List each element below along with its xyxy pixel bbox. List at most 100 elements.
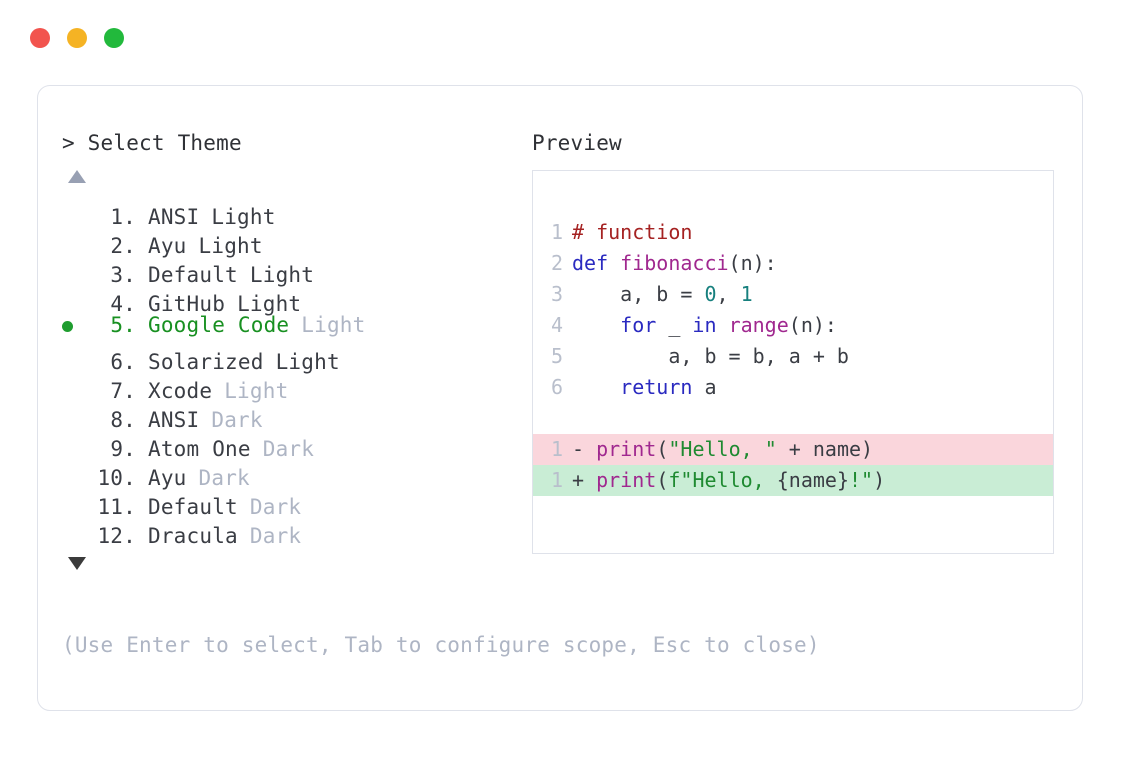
line-number: 4 (551, 313, 564, 337)
code-token: _ (656, 313, 693, 337)
theme-item-name: ANSI (148, 205, 200, 229)
code-token: def (572, 251, 621, 275)
code-token: fibonacci (620, 251, 729, 275)
theme-item-variant: Dark (198, 466, 250, 490)
theme-list-item[interactable]: 8. ANSI Dark (62, 398, 532, 432)
preview-label: Preview (532, 131, 622, 155)
code-token: + name) (776, 437, 874, 461)
theme-list-item[interactable]: 12. Dracula Dark (62, 514, 532, 548)
code-token: ) (873, 468, 886, 492)
code-token: !" (848, 468, 874, 492)
theme-item-name: Dracula (148, 524, 238, 548)
theme-item-name: Ayu (148, 234, 187, 258)
line-number: 1 (551, 220, 564, 244)
code-line: 4 for _ in range(n): (533, 310, 1053, 341)
theme-list-item[interactable]: 6. Solarized Light (62, 340, 532, 374)
theme-item-name: Ayu (148, 466, 187, 490)
code-token: ( (656, 468, 669, 492)
theme-item-variant: Light (275, 350, 340, 374)
theme-item-index: 5. (110, 313, 136, 337)
theme-item-variant: Light (198, 234, 263, 258)
code-line: 5 a, b = b, a + b (533, 341, 1053, 372)
selection-bullet-slot (62, 312, 88, 341)
theme-item-index: 3. (110, 263, 136, 287)
code-token: range (728, 313, 789, 337)
code-token: # function (572, 220, 693, 244)
theme-item-index: 10. (97, 466, 136, 490)
close-icon[interactable] (30, 28, 50, 48)
theme-item-name: Atom One (148, 437, 251, 461)
code-token (717, 313, 729, 337)
diff-removed-line: 1- print("Hello, " + name) (533, 434, 1053, 465)
code-line: 1 # function (533, 217, 1053, 248)
theme-list-item[interactable]: 10. Ayu Dark (62, 456, 532, 490)
code-token: print (596, 468, 657, 492)
theme-item-variant: Light (249, 263, 315, 287)
selection-bullet-slot (62, 224, 88, 253)
line-number: 5 (551, 344, 564, 368)
code-token: , (716, 282, 741, 306)
code-token: 1 (740, 282, 753, 306)
theme-item-name: Default (148, 495, 238, 519)
keyboard-hint: (Use Enter to select, Tab to configure s… (62, 633, 820, 657)
theme-item-variant: Light (237, 292, 302, 316)
code-token: {name} (776, 468, 849, 492)
selected-bullet-icon (62, 321, 73, 332)
scroll-down-arrow-icon[interactable] (68, 557, 86, 570)
selection-bullet-slot (62, 514, 88, 543)
code-token: a (692, 375, 717, 399)
diff-added-line: 1+ print(f"Hello, {name}!") (533, 465, 1053, 496)
theme-list-item[interactable]: 9. Atom One Dark (62, 427, 532, 461)
selection-bullet-slot (62, 369, 88, 398)
theme-item-name: Xcode (148, 379, 213, 403)
code-token: "Hello, " (668, 437, 777, 461)
theme-item-variant: Dark (249, 524, 302, 548)
selection-bullet-slot (62, 253, 88, 282)
theme-list-item[interactable]: 11. Default Dark (62, 485, 532, 519)
theme-list-item[interactable]: 7. Xcode Light (62, 369, 532, 403)
selection-bullet-slot (62, 340, 88, 369)
code-token: print (596, 437, 657, 461)
code-token: f"Hello, (668, 468, 777, 492)
theme-item-index: 4. (110, 292, 136, 316)
diff-marker: - (572, 437, 597, 461)
selection-bullet-slot (62, 282, 88, 311)
theme-item-variant: Light (224, 379, 289, 403)
code-line: 6 return a (533, 372, 1053, 403)
code-token: a, b = (572, 282, 705, 306)
code-token: (n): (728, 251, 777, 275)
minimize-icon[interactable] (67, 28, 87, 48)
selection-bullet-slot (62, 456, 88, 485)
code-token: return (620, 375, 693, 399)
line-number: 1 (551, 437, 564, 461)
selection-bullet-slot (62, 195, 88, 224)
theme-item-index: 11. (97, 495, 136, 519)
theme-item-name: Solarized (148, 350, 264, 374)
theme-item-variant: Dark (262, 437, 315, 461)
theme-item-index: 1. (110, 205, 136, 229)
code-token: ( (656, 437, 669, 461)
theme-item-index: 8. (110, 408, 136, 432)
theme-item-variant: Dark (211, 408, 263, 432)
selection-bullet-slot (62, 427, 88, 456)
scroll-up-arrow-icon[interactable] (68, 170, 86, 183)
theme-item-variant: Dark (249, 495, 302, 519)
theme-item-name: ANSI (148, 408, 200, 432)
theme-item-index: 7. (110, 379, 136, 403)
diff-marker: + (572, 468, 597, 492)
maximize-icon[interactable] (104, 28, 124, 48)
theme-item-index: 9. (110, 437, 136, 461)
theme-item-index: 6. (110, 350, 136, 374)
theme-item-index: 12. (97, 524, 136, 548)
line-number: 3 (551, 282, 564, 306)
